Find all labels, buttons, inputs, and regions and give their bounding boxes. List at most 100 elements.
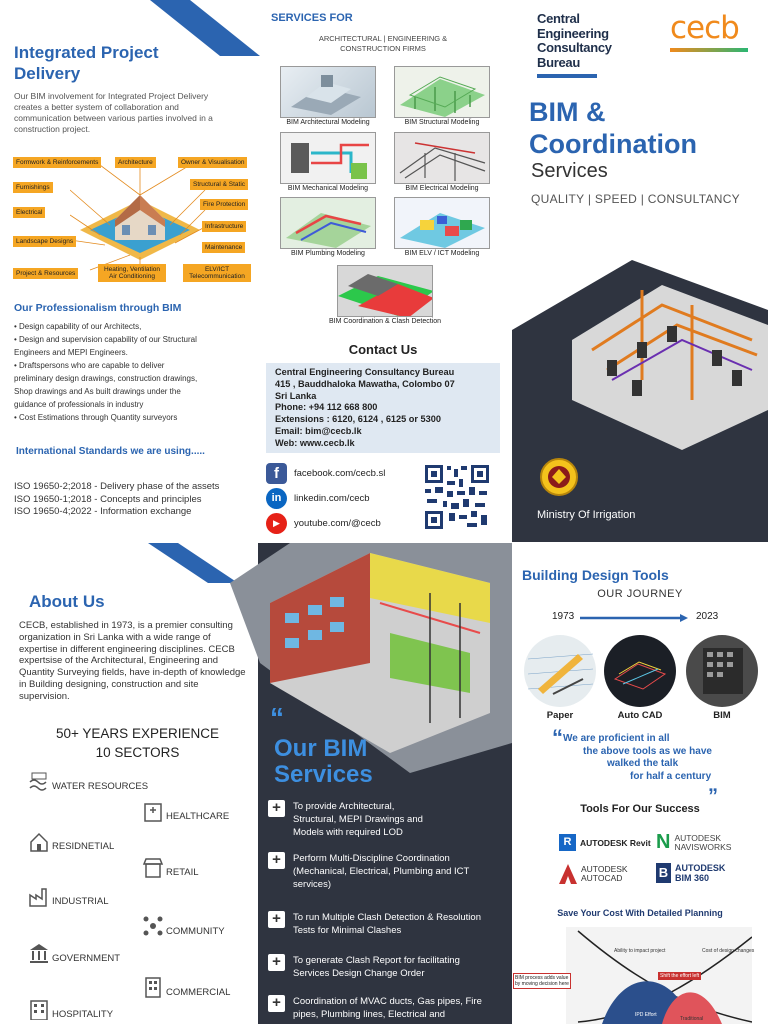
quote-close-icon: „ <box>708 774 718 796</box>
org-underline <box>537 74 597 78</box>
diagram-tag: Furnishings <box>13 182 53 194</box>
contact-org: Central Engineering Consultancy Bureau <box>275 367 455 377</box>
plus-icon: + <box>268 954 285 971</box>
list-item: • Cost Estimations through Quantity surv… <box>14 413 178 422</box>
thumb-mechanical <box>280 132 376 184</box>
facebook-icon: f <box>266 463 287 484</box>
thumb-caption: BIM Structural Modeling <box>404 119 480 126</box>
thumb-caption: BIM Mechanical Modeling <box>287 185 369 192</box>
water-icon <box>29 772 47 791</box>
timeline-arrow-icon <box>580 614 688 622</box>
corner-stripe <box>150 0 260 56</box>
sector-community: COMMUNITY <box>142 915 225 937</box>
bim-services-title: Our BIM Services <box>274 735 373 788</box>
professionalism-title: Our Professionalism through BIM <box>14 302 182 314</box>
bim-service-item: + To run Multiple Clash Detection & Reso… <box>268 911 504 937</box>
qr-code-icon[interactable] <box>423 463 491 531</box>
sector-industrial: INDUSTRIAL <box>28 885 108 907</box>
bim-service-item: + To generate Clash Report for facilitat… <box>268 954 504 980</box>
stage-label: Paper <box>546 710 574 721</box>
professionalism-list: • Design capability of our Architects, •… <box>14 320 254 424</box>
years-experience: 50+ YEARS EXPERIENCE <box>56 726 219 741</box>
diagram-tag: Fire Protection <box>200 199 249 211</box>
bim-services-background <box>230 543 512 1024</box>
stage-label: Auto CAD <box>617 710 663 721</box>
year-start: 1973 <box>552 611 575 622</box>
contact-extensions: Extensions : 6120, 6124 , 6125 or 5300 <box>275 414 441 425</box>
revit-logo: R AUTODESK Revit <box>559 834 651 851</box>
plus-icon: + <box>268 911 285 928</box>
contact-web[interactable]: Web: www.cecb.lk <box>275 437 355 448</box>
ministry-name: Ministry Of Irrigation <box>537 509 636 521</box>
list-item: Shop drawings and As built drawings unde… <box>14 387 181 396</box>
thumb-plumbing <box>280 197 376 249</box>
standards-title: International Standards we are using....… <box>16 446 205 457</box>
list-item: ISO 19650-1;2018 - Concepts and principl… <box>14 493 202 505</box>
house-icon <box>30 832 48 852</box>
diagram-tag: Infrastructure <box>202 221 247 233</box>
sector-healthcare: HEALTHCARE <box>142 800 229 822</box>
cover-title: BIM & Coordination <box>529 97 697 159</box>
cecb-logo: cecb <box>670 10 740 46</box>
tools-title: Building Design Tools <box>522 567 669 583</box>
list-item: guidance of professionals in industry <box>14 400 144 409</box>
office-building-icon <box>145 977 161 998</box>
thumb-structural <box>394 66 490 118</box>
sector-residential: RESIDNETIAL <box>28 830 114 852</box>
autocad-icon <box>559 864 577 884</box>
thumb-caption: BIM Plumbing Modeling <box>291 250 365 257</box>
cost-title: Save Your Cost With Detailed Planning <box>557 908 723 918</box>
government-icon <box>30 944 48 963</box>
logo-underline <box>670 48 748 52</box>
thumb-caption: BIM Architectural Modeling <box>286 119 370 126</box>
linkedin-icon: in <box>266 488 287 509</box>
linkedin-link[interactable]: in linkedin.com/cecb <box>266 488 370 509</box>
about-text: CECB, established in 1973, is a premier … <box>19 620 246 702</box>
bim-tool-image <box>686 635 758 707</box>
chart-label: IPD Effort <box>635 1012 657 1018</box>
ipd-title: Integrated Project Delivery <box>14 43 159 83</box>
plus-icon: + <box>268 800 285 817</box>
chart-label: Cost of design changes <box>702 948 755 954</box>
cover-subtitle: Services <box>531 160 608 182</box>
youtube-icon: ▶ <box>266 513 287 534</box>
contact-address: 415 , Bauddhaloka Mawatha, Colombo 07 <box>275 378 455 389</box>
bim-service-item: + Perform Multi-Discipline Coordination … <box>268 852 504 891</box>
contact-email[interactable]: Email: bim@cecb.lk <box>275 425 362 436</box>
contact-phone: Phone: +94 112 668 800 <box>275 402 378 413</box>
thumb-electrical <box>394 132 490 184</box>
community-icon <box>143 916 163 936</box>
chart-label: Ability to impact project <box>614 948 666 954</box>
facebook-link[interactable]: f facebook.com/cecb.sl <box>266 463 385 484</box>
stage-label: BIM <box>713 710 731 721</box>
list-item: • Design capability of our Architects, <box>14 322 142 331</box>
contact-box: Central Engineering Consultancy Bureau 4… <box>266 363 500 453</box>
list-item: ISO 19650-2;2018 - Delivery phase of the… <box>14 481 220 492</box>
bim-service-item: + Coordination of MVAC ducts, Gas pipes,… <box>268 995 504 1021</box>
journey-label: OUR JOURNEY <box>597 588 683 600</box>
plus-icon: + <box>268 852 285 869</box>
thumb-elv-ict <box>394 197 490 249</box>
navisworks-icon: N <box>656 831 671 853</box>
thumb-caption: BIM ELV / ICT Modeling <box>404 250 480 257</box>
about-title: About Us <box>29 592 105 611</box>
quote-mark-icon: “ <box>270 702 284 733</box>
diagram-tag: ELV/ICT Telecommunication <box>183 264 251 283</box>
chart-label: Traditional <box>680 1016 704 1022</box>
plus-icon: + <box>268 995 285 1012</box>
youtube-link[interactable]: ▶ youtube.com/@cecb <box>266 513 381 534</box>
services-subtitle: ARCHITECTURAL | ENGINEERING & CONSTRUCTI… <box>318 34 448 53</box>
hotel-icon <box>30 1000 48 1020</box>
quote-open-icon: “ <box>552 725 563 750</box>
hospital-icon <box>144 803 162 822</box>
sector-government: GOVERNMENT <box>28 942 120 964</box>
thumb-caption: BIM Electrical Modeling <box>405 185 479 192</box>
sector-hospitality: HOSPITALITY <box>28 998 113 1020</box>
sector-commercial: COMMERCIAL <box>142 976 230 998</box>
autocad-tool-image <box>604 635 676 707</box>
thumb-architectural <box>280 66 376 118</box>
tools-quote: We are proficient in all the above tools… <box>563 733 712 782</box>
